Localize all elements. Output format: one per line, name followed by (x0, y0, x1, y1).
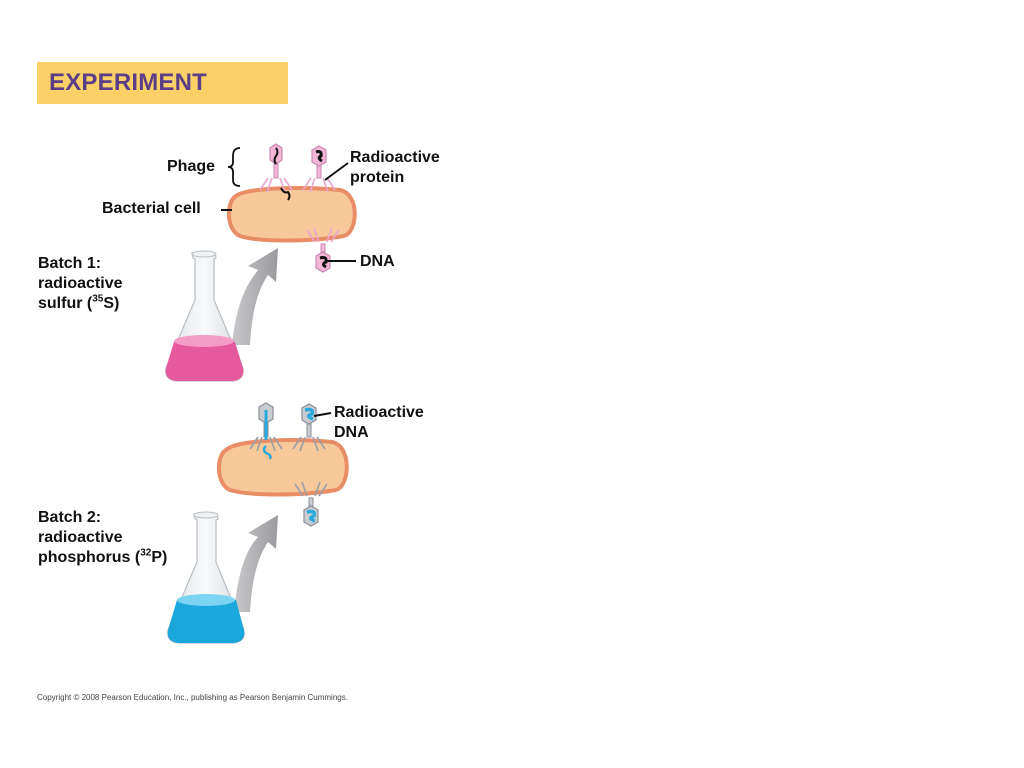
batch1-arrow (232, 248, 278, 345)
batch2-phage-3 (294, 481, 328, 527)
batch2-flask (167, 511, 245, 644)
batch2-isotope-mass: 32 (140, 547, 152, 559)
batch2-label: Batch 2: radioactive phosphorus (32P) (38, 508, 167, 568)
dna-label: DNA (360, 253, 395, 270)
batch2-line2: radioactive (38, 529, 123, 546)
radioactive-dna-line2: DNA (334, 424, 369, 441)
batch1-flask (165, 250, 244, 382)
batch1-line2: radioactive (38, 275, 123, 292)
batch2-bacterial-cell (217, 438, 349, 497)
radioactive-dna-leader (313, 412, 332, 417)
batch2-injected-dna (262, 445, 272, 460)
radioactive-protein-leader (324, 162, 349, 181)
batch2-scene (167, 402, 349, 644)
batch1-phage-1 (259, 143, 293, 193)
batch1-label: Batch 1: radioactive sulfur (35S) (38, 254, 122, 314)
batch1-line1: Batch 1: (38, 255, 102, 272)
phage-label: Phage (167, 158, 216, 175)
batch1-phage-2 (302, 145, 336, 193)
batch2-line3: phosphorus (32P) (38, 547, 168, 566)
experiment-banner: EXPERIMENT (37, 62, 288, 104)
experiment-title: EXPERIMENT (49, 69, 208, 96)
batch2-line1: Batch 2: (38, 509, 102, 526)
batch1-line3: sulfur (35S) (38, 293, 120, 312)
batch2-phage-1 (249, 402, 283, 452)
bacterial-cell-label: Bacterial cell (102, 200, 201, 217)
batch1-scene (165, 143, 357, 382)
radioactive-dna-label: Radioactive DNA (334, 403, 424, 443)
batch1-isotope-mass: 35 (92, 293, 104, 305)
batch1-flask-liquid (165, 338, 244, 381)
radioactive-protein-line2: protein (350, 169, 405, 186)
batch1-bacterial-cell (227, 186, 357, 243)
copyright-notice: Copyright © 2008 Pearson Education, Inc.… (37, 693, 348, 702)
batch2-arrow (234, 515, 278, 612)
batch2-phage-2 (292, 403, 326, 452)
radioactive-protein-line1: Radioactive (350, 149, 440, 166)
radioactive-dna-line1: Radioactive (334, 404, 424, 421)
batch1-injected-dna (280, 187, 291, 201)
phage-brace (227, 147, 241, 187)
radioactive-protein-label: Radioactive protein (350, 148, 440, 188)
batch2-flask-liquid (167, 597, 245, 643)
